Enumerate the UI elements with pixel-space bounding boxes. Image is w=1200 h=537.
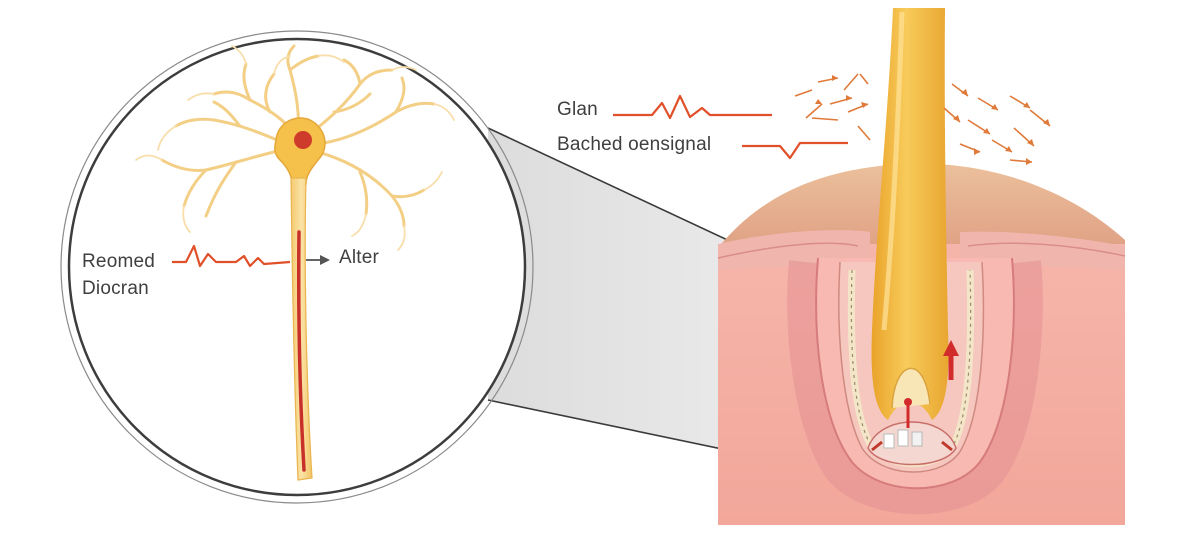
- inset-label-reomed: Reomed: [82, 251, 156, 272]
- neuron-soma: [274, 117, 326, 185]
- signal-arrows: [904, 340, 959, 428]
- dispersion-arrows: [794, 73, 1051, 165]
- pointer-arrow-icon: [306, 255, 330, 265]
- legend-glan-signal: [613, 94, 772, 120]
- legend-label-bached: Bached oensignal: [557, 134, 712, 155]
- neuron-axon: [290, 177, 313, 481]
- inset-signal: [172, 244, 291, 268]
- nucleus-icon: [294, 131, 312, 149]
- hair-shaft: [871, 8, 949, 420]
- legend-label-glan: Glan: [557, 99, 598, 120]
- legend-bached-signal: [742, 141, 848, 160]
- inset-label-after: Alter: [339, 247, 380, 268]
- magnified-inset: [60, 30, 534, 504]
- inset-label-diocran: Diocran: [82, 278, 149, 299]
